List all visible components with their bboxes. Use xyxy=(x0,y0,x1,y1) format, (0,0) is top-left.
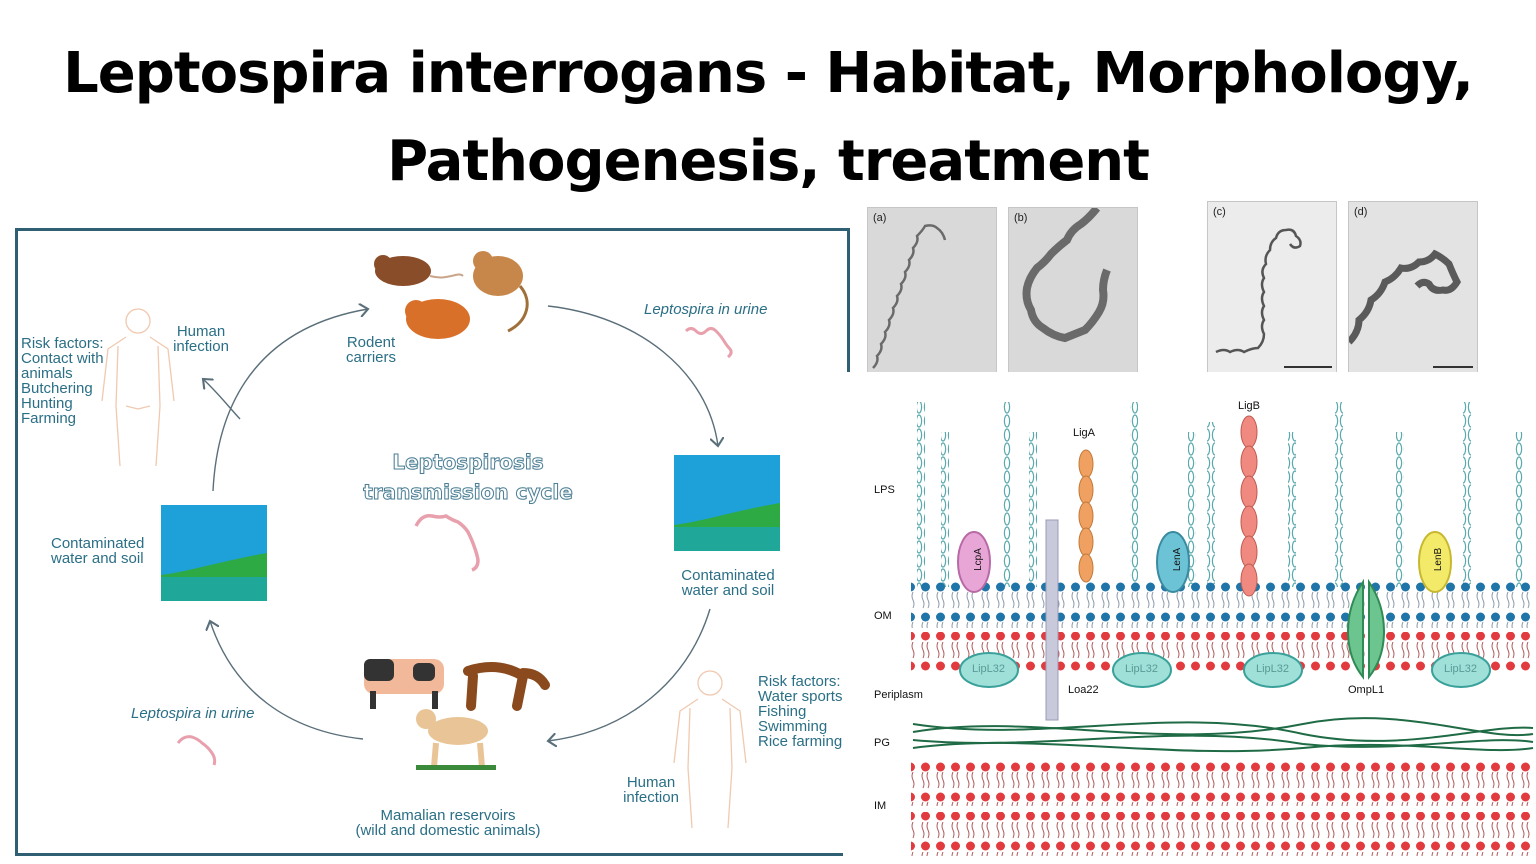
layer-label-periplasm: Periplasm xyxy=(874,689,923,701)
micrograph-label: (c) xyxy=(1213,206,1226,218)
cell-envelope-diagram: LPS OM Periplasm PG IM LigA LigB Loa22 O… xyxy=(843,372,1536,864)
human-figure-icon xyxy=(101,308,175,467)
label-line: infection xyxy=(173,338,229,355)
risk-factors-right: Risk factors: Water sports Fishing Swimm… xyxy=(758,674,842,749)
micrograph-b: (b) xyxy=(1008,207,1138,375)
protein-label-ligb: LigB xyxy=(1238,400,1261,412)
label-line: Human xyxy=(626,774,676,791)
risk-factor-item: animals xyxy=(21,365,73,382)
leptospira-in-urine-label-bottom: Leptospira in urine xyxy=(131,705,255,722)
ompl1-protein xyxy=(1347,578,1385,680)
micrograph-c: (c) xyxy=(1207,201,1337,375)
lenb-protein xyxy=(1418,531,1452,593)
page-title-line-1: Leptospira interrogans - Habitat, Morpho… xyxy=(63,41,1474,106)
lena-protein xyxy=(1156,531,1190,593)
mammalian-reservoirs-illustration xyxy=(364,659,550,770)
label-line: (wild and domestic animals) xyxy=(355,822,541,839)
label-line: Contaminated xyxy=(681,567,775,584)
cycle-title-line-2: transmission cycle xyxy=(363,480,574,505)
risk-factor-item: Contact with xyxy=(21,350,104,367)
label-line: Rodent xyxy=(346,334,396,351)
inner-membrane-outer-leaflet xyxy=(911,762,1531,806)
protein-label-lenb: LenB xyxy=(1433,547,1445,572)
cycle-title-line-1: Leptospirosis xyxy=(392,450,544,475)
protein-label-loa22: Loa22 xyxy=(1068,684,1099,696)
liga-protein xyxy=(1078,449,1094,583)
micrograph-label: (a) xyxy=(873,212,887,224)
risk-factor-item: Farming xyxy=(21,410,77,427)
micrograph-label: (d) xyxy=(1354,206,1368,218)
loa22-protein xyxy=(1045,519,1059,721)
membrane-illustration xyxy=(911,402,1534,856)
label-line: Contaminated xyxy=(51,535,145,552)
contaminated-water-right-label: Contaminated water and soil xyxy=(668,568,788,598)
inner-membrane-inner-leaflet xyxy=(911,812,1531,856)
protein-label-lipl32: LipL32 xyxy=(1125,663,1159,675)
risk-factors-left: Risk factors: Contact with animals Butch… xyxy=(21,336,104,426)
spirochete-icon xyxy=(684,327,733,359)
leptospira-in-urine-label-top: Leptospira in urine xyxy=(644,301,768,318)
transmission-cycle-diagram: Leptospirosis transmission cycle Rodent … xyxy=(15,228,850,856)
risk-factor-item: Risk factors: xyxy=(21,335,104,352)
cycle-arrows xyxy=(101,251,747,829)
risk-factor-item: Water sports xyxy=(758,688,843,705)
risk-factor-item: Butchering xyxy=(21,380,93,397)
ligb-protein xyxy=(1240,415,1258,597)
label-line: water and soil xyxy=(51,550,144,567)
contaminated-water-right-image xyxy=(674,455,780,551)
human-infection-label-bottom: Human infection xyxy=(616,775,686,805)
micrograph-d: (d) xyxy=(1348,201,1478,375)
protein-label-ompl1: OmpL1 xyxy=(1348,684,1385,696)
layer-label-pg: PG xyxy=(874,737,890,749)
risk-factor-item: Risk factors: xyxy=(758,673,841,690)
protein-label-lipl32: LipL32 xyxy=(972,663,1006,675)
risk-factor-item: Hunting xyxy=(21,395,73,412)
micrograph-label: (b) xyxy=(1014,212,1028,224)
lps-chains xyxy=(917,402,1523,587)
contaminated-water-left-label: Contaminated water and soil xyxy=(51,536,144,566)
protein-label-lcpa: LcpA xyxy=(972,548,984,571)
label-line: Mamalian reservoirs xyxy=(380,807,516,824)
human-figure-icon xyxy=(673,670,747,829)
risk-factor-item: Rice farming xyxy=(758,733,843,750)
layer-label-lps: LPS xyxy=(874,484,895,496)
risk-factor-item: Fishing xyxy=(758,703,807,720)
page-title-line-2: Pathogenesis, treatment xyxy=(387,129,1150,194)
layer-label-om: OM xyxy=(874,610,892,622)
label-line: carriers xyxy=(345,349,396,366)
lcpa-protein xyxy=(957,531,991,593)
contaminated-water-left-image xyxy=(161,505,267,601)
risk-factor-item: Swimming xyxy=(758,718,828,735)
label-line: infection xyxy=(623,789,679,806)
lipl32-proteins xyxy=(959,652,1491,688)
protein-label-liga: LigA xyxy=(1073,427,1096,439)
label-line: water and soil xyxy=(681,582,775,599)
peptidoglycan-layer xyxy=(912,717,1534,753)
micrograph-a: (a) xyxy=(867,207,997,375)
layer-label-im: IM xyxy=(874,800,887,812)
protein-label-lipl32: LipL32 xyxy=(1256,663,1290,675)
label-line: Human xyxy=(176,323,226,340)
spirochete-icon xyxy=(414,513,480,572)
spirochete-icon xyxy=(176,735,217,766)
human-infection-label-top: Human infection xyxy=(166,324,236,354)
protein-label-lipl32: LipL32 xyxy=(1444,663,1478,675)
mammalian-reservoirs-label: Mamalian reservoirs (wild and domestic a… xyxy=(338,808,558,838)
protein-label-lena: LenA xyxy=(1172,547,1184,572)
cycle-title: Leptospirosis transmission cycle xyxy=(363,447,574,507)
rodent-carriers-label: Rodent carriers xyxy=(336,335,406,365)
rodent-carriers-illustration xyxy=(374,251,529,339)
